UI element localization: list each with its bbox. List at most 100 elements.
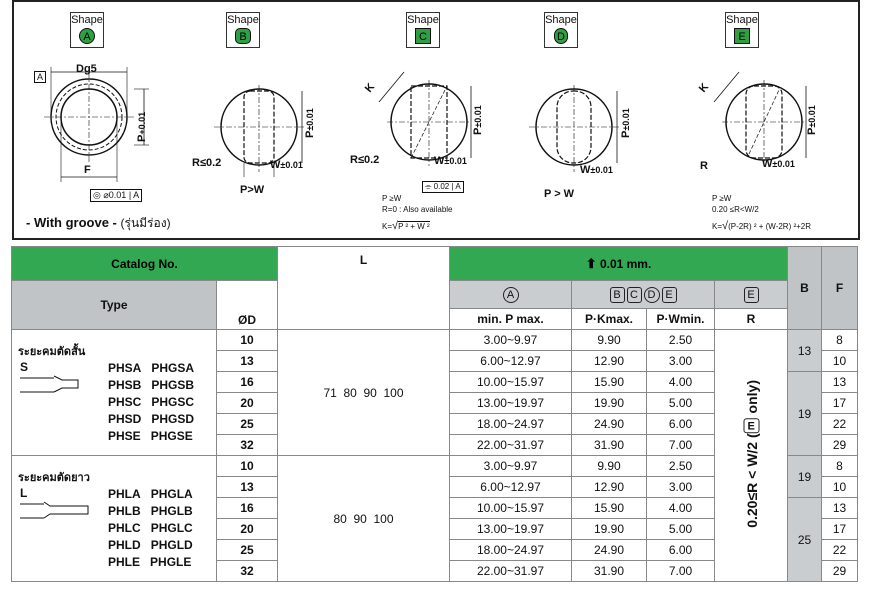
pw-cell: 7.00 (646, 560, 715, 582)
dim-p-d: P±0.01 (620, 108, 632, 138)
group-letter: L (20, 486, 28, 500)
shape-badge-d: D (554, 28, 568, 44)
b-cell: 13 (787, 329, 822, 372)
dim-r-c: R≤0.2 (350, 154, 380, 166)
symmetry-tol: 0.02 (433, 182, 450, 191)
f-cell: 17 (821, 518, 858, 540)
code-row: PHSB PHGSB (108, 377, 194, 394)
code-row: PHLE PHGLE (108, 554, 193, 571)
badge-c: C (626, 286, 642, 303)
dim-w-e: W±0.01 (762, 158, 795, 170)
shape-col-e: E (714, 280, 788, 309)
code-phg: PHGSA (151, 361, 195, 375)
dim-w-letter: W (270, 159, 281, 171)
code-row: PHLD PHGLD (108, 537, 193, 554)
pw-cell: 4.00 (646, 371, 715, 393)
od-cell: 16 (216, 371, 278, 393)
formula-e: K=√(P-2R) ² + (W-2R) ²+2R (712, 220, 811, 232)
shape-label-c: Shape C (406, 12, 440, 48)
f-cell: 8 (821, 455, 858, 477)
p-range-cell: 18.00~24.97 (449, 539, 572, 561)
drawing-shape-e (713, 71, 807, 166)
concentricity-frame: ◎ ⌀0.01 | A (90, 189, 143, 202)
shape-label-b: Shape B (226, 12, 260, 48)
condition-c-2: R=0 : Also available (382, 205, 453, 214)
pw-cell: 5.00 (646, 392, 715, 414)
code-list: PHLA PHGLA PHLB PHGLB PHLC PHGLC PHLD PH… (108, 486, 193, 571)
badge-a: A (502, 286, 519, 303)
shape-label-e: Shape E (725, 12, 759, 48)
sqrt-icon: √ (392, 220, 399, 232)
b-cell: 19 (787, 371, 822, 456)
dim-r-e: R (700, 160, 708, 172)
long-tool-icon (20, 501, 89, 519)
od-cell: 25 (216, 413, 278, 435)
formula-body: (P-2R) ² + (W-2R) ²+2R (728, 222, 812, 231)
od-cell: 10 (216, 455, 278, 477)
formula-c: K=√P ² + W ² (382, 220, 430, 232)
b-cell: 25 (787, 497, 822, 582)
badge-e: E (661, 286, 677, 303)
dim-w-tol: ±0.01 (444, 156, 467, 166)
dim-w-tol: ±0.01 (590, 165, 613, 175)
sqrt-icon: √ (722, 220, 729, 232)
od-cell: 13 (216, 476, 278, 498)
pw-header: P·Wmin. (646, 308, 715, 330)
r-note-cell: 0.20≤R < W/2 (E only) (714, 329, 788, 582)
short-tool-icon (20, 375, 79, 393)
groove-text: - With groove - (26, 215, 117, 230)
code-ph: PHLD (108, 538, 141, 552)
code-ph: PHLE (108, 555, 141, 569)
l-values-s: 71 80 90 100 (277, 329, 450, 456)
code-ph: PHLC (108, 521, 141, 535)
shape-badge-b: B (235, 28, 251, 44)
formula-body: P ² + W ² (398, 221, 430, 231)
dim-p-c: P±0.01 (472, 105, 484, 135)
dim-dg5: Dg5 (76, 63, 97, 75)
od-cell: 25 (216, 539, 278, 561)
catalog-no-header: Catalog No. (11, 246, 278, 281)
f-cell: 22 (821, 539, 858, 561)
dim-w-letter: W (762, 158, 773, 170)
pw-cell: 7.00 (646, 434, 715, 456)
dim-w-c: W±0.01 (434, 155, 467, 167)
code-ph: PHLB (108, 504, 141, 518)
f-cell: 13 (821, 371, 858, 393)
p-range-cell: 3.00~9.97 (449, 329, 572, 351)
drawing-shape-c (378, 71, 472, 166)
od-cell: 16 (216, 497, 278, 519)
dim-p-letter: P (472, 127, 484, 135)
shape-label-text: Shape (726, 14, 758, 26)
condition-b: P>W (240, 184, 265, 196)
concentricity-ref: A (133, 190, 140, 200)
pk-cell: 19.90 (571, 518, 647, 540)
badge-e: E (743, 286, 759, 303)
f-cell: 8 (821, 329, 858, 351)
dim-p-tol: +0.01 (137, 111, 147, 135)
pk-cell: 19.90 (571, 392, 647, 414)
dim-p-letter: P (136, 134, 148, 142)
shape-label-text: Shape (545, 14, 577, 26)
p-range-cell: 13.00~19.97 (449, 518, 572, 540)
p-range-cell: 6.00~12.97 (449, 476, 572, 498)
pw-cell: 4.00 (646, 497, 715, 519)
code-ph: PHSB (108, 378, 142, 392)
pw-cell: 3.00 (646, 350, 715, 372)
group-letter: S (20, 360, 29, 374)
dim-w-tol: ±0.01 (280, 160, 303, 170)
code-ph: PHSA (108, 361, 142, 375)
f-cell: 13 (821, 497, 858, 519)
code-phg: PHGSE (150, 429, 193, 443)
dim-p-letter: P (806, 127, 818, 135)
dim-p-tol: ±0.01 (305, 108, 315, 131)
dim-p-tol: ±0.01 (807, 105, 817, 128)
od-cell: 20 (216, 518, 278, 540)
shape-col-a: A (449, 280, 572, 309)
code-phg: PHGSB (151, 378, 195, 392)
r-note: 0.20≤R < W/2 (E only) (743, 380, 760, 528)
r-note-text: 0.20≤R < W/2 ( (743, 433, 760, 528)
p-range-cell: 10.00~15.97 (449, 371, 572, 393)
code-ph: PHSE (108, 429, 141, 443)
concentricity-icon: ◎ (93, 190, 101, 200)
